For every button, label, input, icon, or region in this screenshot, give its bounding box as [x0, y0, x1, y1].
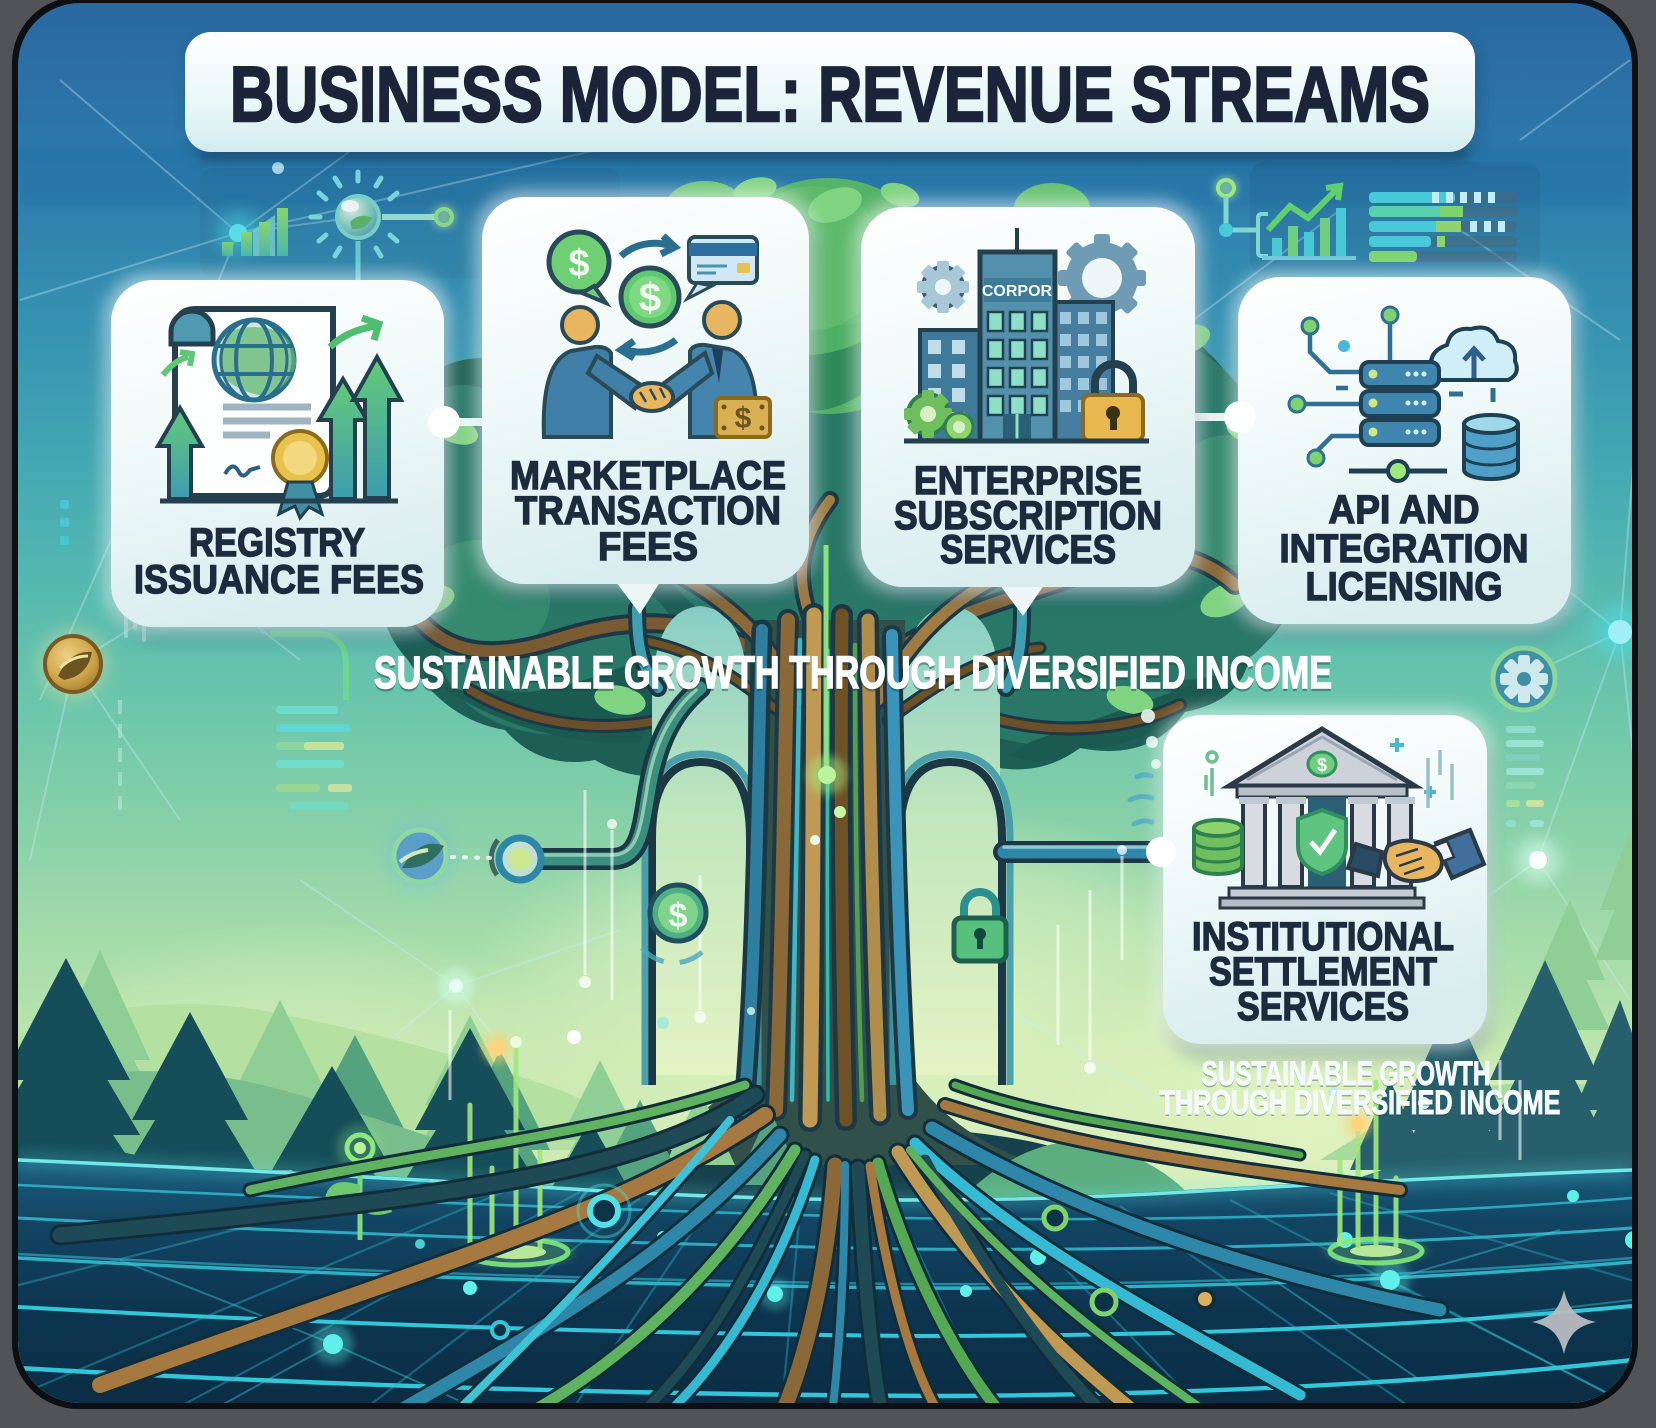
svg-text:LICENSING: LICENSING: [1306, 565, 1503, 609]
svg-text:TRANSACTION: TRANSACTION: [515, 489, 781, 533]
svg-text:SERVICES: SERVICES: [940, 528, 1116, 572]
svg-text:ISSUANCE FEES: ISSUANCE FEES: [134, 558, 424, 602]
svg-text:SUBSCRIPTION: SUBSCRIPTION: [894, 494, 1162, 538]
svg-text:$: $: [568, 243, 589, 285]
svg-text:SUSTAINABLE GROWTH THROUGH DIV: SUSTAINABLE GROWTH THROUGH DIVERSIFIED I…: [374, 650, 1332, 701]
svg-text:REGISTRY: REGISTRY: [189, 521, 365, 565]
svg-text:ENTERPRISE: ENTERPRISE: [914, 459, 1142, 503]
svg-text:INTEGRATION: INTEGRATION: [1280, 527, 1529, 571]
svg-text:THROUGH DIVERSIFIED INCOME: THROUGH DIVERSIFIED INCOME: [1160, 1084, 1561, 1122]
svg-text:SUSTAINABLE GROWTH: SUSTAINABLE GROWTH: [1202, 1057, 1491, 1095]
svg-text:INSTITUTIONAL: INSTITUTIONAL: [1192, 915, 1454, 959]
svg-text:SERVICES: SERVICES: [1237, 985, 1409, 1029]
svg-text:MARKETPLACE: MARKETPLACE: [510, 454, 786, 498]
svg-text:SETTLEMENT: SETTLEMENT: [1209, 950, 1437, 994]
svg-text:THROUGH DIVERSIFIED INCOME: THROUGH DIVERSIFIED INCOME: [1160, 1086, 1561, 1124]
svg-text:SUSTAINABLE GROWTH: SUSTAINABLE GROWTH: [1202, 1055, 1491, 1093]
svg-text:$: $: [639, 276, 661, 320]
svg-text:FEES: FEES: [598, 525, 698, 569]
svg-text:BUSINESS MODEL: REVENUE STREAM: BUSINESS MODEL: REVENUE STREAMS: [230, 50, 1430, 138]
svg-text:SUSTAINABLE GROWTH THROUGH DIV: SUSTAINABLE GROWTH THROUGH DIVERSIFIED I…: [374, 647, 1332, 698]
svg-text:API AND: API AND: [1329, 488, 1480, 532]
svg-text:$: $: [669, 897, 688, 935]
svg-text:CORPOR: CORPOR: [982, 283, 1053, 300]
svg-text:$: $: [1317, 755, 1327, 775]
svg-text:$: $: [735, 402, 752, 435]
